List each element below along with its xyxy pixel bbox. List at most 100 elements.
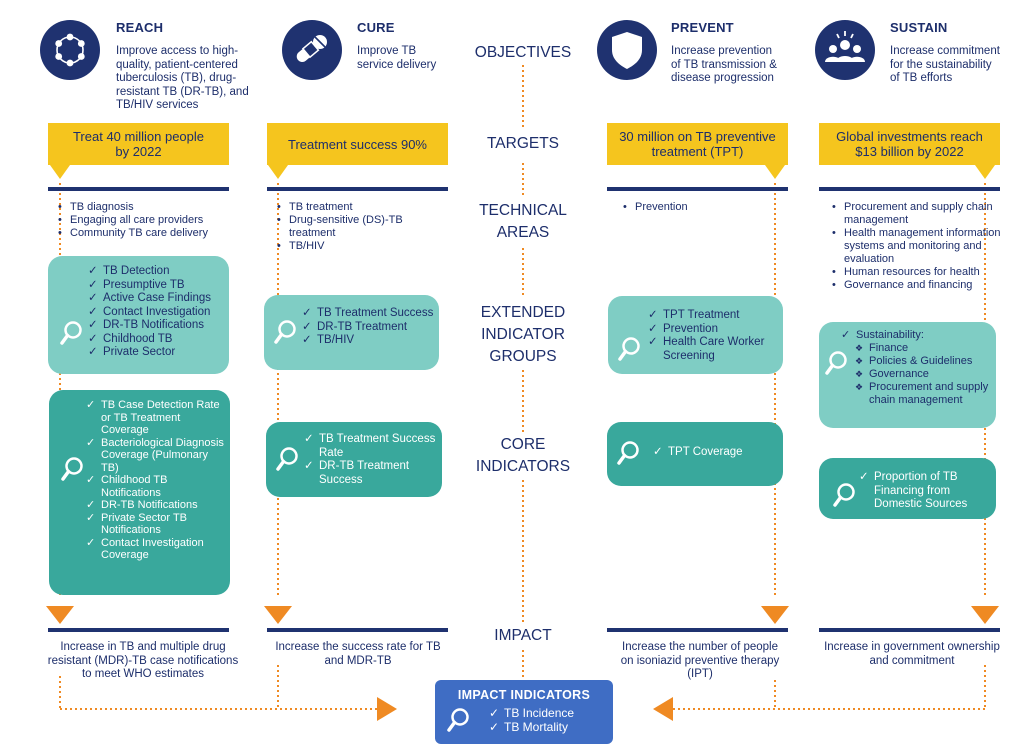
list-item: TB/HIV (277, 240, 417, 253)
list-item: TPT Coverage (653, 446, 778, 460)
label-line: INDICATOR (481, 326, 565, 343)
list-item: TB/HIV (302, 334, 434, 348)
pillar-description-line: TB/HIV services (116, 99, 199, 111)
magnifier-icon (833, 483, 855, 507)
arrow-down-icon (46, 606, 74, 624)
divider (48, 628, 229, 632)
pillar-prevent: PREVENT Increase prevention of TB transm… (671, 20, 801, 86)
impact-reach: Increase in TB and multiple drug resista… (38, 641, 248, 682)
target-line: Treatment success 90% (288, 136, 427, 152)
list-item: Governance and financing (832, 279, 1020, 292)
technical-areas-sustain: Procurement and supply chain management … (832, 201, 1020, 292)
list-item: Contact Investigation (88, 306, 226, 320)
impact-line: Increase in TB and multiple drug (60, 641, 226, 653)
target-line: by 2022 (115, 144, 162, 159)
list-item: TB Treatment Success (302, 307, 434, 321)
core-indicators-prevent: TPT Coverage (607, 422, 783, 486)
arrow-down-icon (761, 606, 789, 624)
list-item: Health Care Worker Screening (648, 336, 780, 363)
magnifier-icon (618, 337, 640, 361)
impact-sustain: Increase in government ownership and com… (812, 641, 1012, 668)
list-item: Finance (855, 342, 993, 355)
label-objectives: OBJECTIVES (463, 42, 583, 64)
list-item: TPT Treatment (648, 309, 780, 323)
list-item: DR-TB Treatment (302, 321, 434, 335)
target-line: Global investments reach (836, 129, 983, 144)
list-item: Contact Investigation Coverage (86, 537, 226, 562)
list-item: Proportion of TB Financing from Domestic… (859, 471, 984, 512)
impact-line: resistant (MDR)-TB case notifications (47, 654, 239, 667)
pillar-description-line: for the sustainability (890, 58, 992, 71)
pillar-description-line: of TB transmission & (671, 58, 777, 71)
label-impact: IMPACT (463, 625, 583, 647)
list-item: Procurement and supply chain management (832, 201, 1020, 227)
list-item: TB Detection (88, 265, 226, 279)
label-line: EXTENDED (480, 304, 566, 321)
list-item: Childhood TB (88, 333, 226, 347)
list-item: Presumptive TB (88, 279, 226, 293)
extended-indicators-sustain: Sustainability: Finance Policies & Guide… (819, 322, 996, 428)
magnifier-icon (276, 447, 298, 471)
impact-line: Increase the success rate for TB (275, 641, 441, 653)
impact-line: and commitment (869, 654, 955, 667)
list-item: Drug-sensitive (DS)-TB treatment (277, 214, 417, 240)
magnifier-icon (274, 320, 296, 344)
label-targets: TARGETS (463, 133, 583, 155)
impact-line: Increase in government ownership (824, 641, 1000, 653)
core-indicators-cure: TB Treatment Success Rate DR-TB Treatmen… (266, 422, 442, 497)
list-item: TB treatment (277, 201, 417, 214)
arrow-down-icon (971, 606, 999, 624)
magnifier-icon (61, 457, 83, 481)
magnifier-icon (60, 321, 82, 345)
list-item: TB Mortality (489, 720, 609, 734)
list-item: TB diagnosis (58, 201, 248, 214)
pillar-title: REACH (116, 20, 164, 35)
pillar-description-line: Improve access to high- (116, 45, 239, 57)
pillar-description-line: Increase prevention (671, 45, 773, 57)
pillar-reach: REACH Improve access to high- quality, p… (116, 20, 276, 113)
magnifier-icon (447, 708, 469, 732)
divider (607, 187, 788, 191)
target-line: Treat 40 million people (72, 129, 205, 144)
pills-icon (282, 20, 342, 80)
list-item: TB Incidence (489, 706, 609, 720)
magnifier-icon (617, 441, 639, 465)
list-item: Community TB care delivery (58, 227, 248, 240)
list-item: Engaging all care providers (58, 214, 248, 227)
list-item: Active Case Findings (88, 292, 226, 306)
label-line: INDICATORS (475, 458, 571, 475)
sustainability-heading: Sustainability: (841, 329, 993, 342)
label-technical-areas: TECHNICAL AREAS (463, 200, 583, 244)
impact-line: Increase the number of people (622, 641, 778, 653)
shield-icon (597, 20, 657, 80)
impact-line: and MDR-TB (324, 654, 392, 667)
list-item: Prevention (623, 201, 773, 214)
target-cure: Treatment success 90% (267, 123, 448, 179)
target-line: 30 million on TB preventive (619, 129, 776, 144)
pillar-description-line: Increase commitment (890, 45, 1000, 57)
magnifier-icon (825, 351, 847, 375)
divider (48, 187, 229, 191)
pillar-title: SUSTAIN (890, 20, 948, 35)
pillar-title: PREVENT (671, 20, 734, 35)
target-line: treatment (TPT) (651, 144, 744, 159)
pillar-description-line: resistant TB (DR-TB), and (116, 85, 249, 98)
impact-line: (IPT) (687, 668, 713, 680)
pillar-description-line: quality, patient-centered (116, 58, 238, 71)
target-sustain: Global investments reach$13 billion by 2… (819, 123, 1000, 179)
pillar-description: Increase commitment for the sustainabili… (890, 45, 1020, 86)
list-item: DR-TB Notifications (88, 319, 226, 333)
list-item: DR-TB Notifications (86, 499, 226, 512)
list-item: Bacteriological Diagnosis Coverage (Pulm… (86, 437, 226, 475)
divider (267, 628, 448, 632)
target-line: $13 billion by 2022 (855, 144, 964, 159)
divider (267, 187, 448, 191)
list-item: TB Case Detection Rate or TB Treatment C… (86, 399, 226, 437)
impact-cure: Increase the success rate for TB and MDR… (262, 641, 454, 668)
pillar-description: Improve TB service delivery (357, 45, 477, 72)
list-item: Health management information systems an… (832, 227, 1020, 266)
list-item: TB Treatment Success Rate (304, 433, 438, 460)
label-line: AREAS (496, 224, 550, 241)
